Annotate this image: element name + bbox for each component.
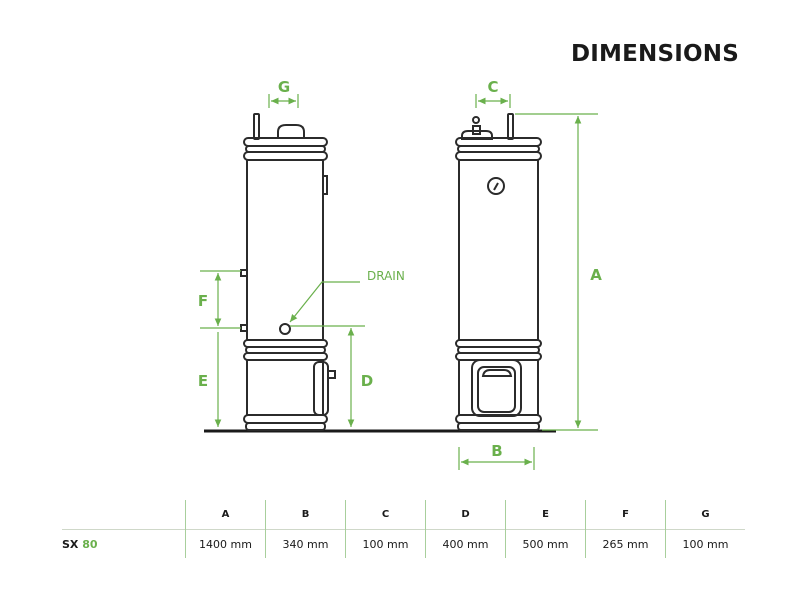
model-suffix: 80	[82, 537, 98, 551]
front-view-unit	[455, 113, 542, 431]
table-cell: 340 mm	[265, 529, 346, 558]
dimensions-table: A B C D E F G SX 80 1400 mm 340 mm 100 m…	[62, 500, 745, 558]
label-e: E	[198, 372, 208, 390]
table-header: B	[265, 500, 346, 530]
table-cell: 1400 mm	[185, 529, 266, 558]
page-title: DIMENSIONS	[571, 41, 739, 67]
table-cell: 400 mm	[425, 529, 506, 558]
label-b: B	[491, 442, 502, 460]
table-header-row: A B C D E F G	[62, 500, 745, 530]
dimension-lines	[200, 94, 598, 470]
table-header: E	[505, 500, 586, 530]
side-view-unit	[240, 113, 336, 431]
table-cell: 100 mm	[345, 529, 426, 558]
table-header: G	[665, 500, 745, 530]
model-name: SX 80	[62, 529, 186, 558]
table-row: SX 80 1400 mm 340 mm 100 mm 400 mm 500 m…	[62, 529, 745, 558]
label-f: F	[198, 292, 208, 310]
table-header: F	[585, 500, 666, 530]
table-header-blank	[62, 500, 186, 530]
table-header: C	[345, 500, 426, 530]
drain-label: DRAIN	[367, 269, 405, 283]
model-prefix: SX	[62, 537, 79, 551]
table-header: D	[425, 500, 506, 530]
label-g: G	[278, 78, 290, 96]
dimension-labels: G C A B F E D DRAIN	[198, 78, 602, 460]
label-a: A	[590, 266, 602, 284]
table-cell: 500 mm	[505, 529, 586, 558]
table-cell: 100 mm	[665, 529, 745, 558]
label-d: D	[361, 372, 373, 390]
table-header: A	[185, 500, 266, 530]
label-c: C	[487, 78, 498, 96]
table-cell: 265 mm	[585, 529, 666, 558]
